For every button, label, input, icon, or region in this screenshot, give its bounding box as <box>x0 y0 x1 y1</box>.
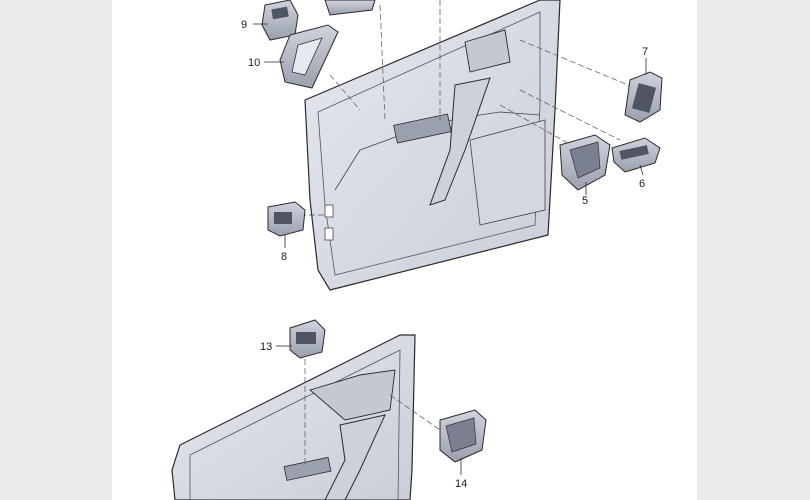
callout-13: 13 <box>260 341 272 353</box>
callout-8: 8 <box>281 251 287 263</box>
callout-14: 14 <box>455 478 467 490</box>
part-top-switch <box>324 0 376 16</box>
callout-5: 5 <box>582 195 588 207</box>
callout-9: 9 <box>241 19 247 31</box>
part-14-switch <box>439 409 487 463</box>
leader-lines-lower <box>304 350 441 465</box>
lower-door-panel <box>171 334 416 500</box>
callout-numbers: 9 10 7 5 6 8 13 14 <box>241 19 648 490</box>
part-6-switch <box>611 137 661 173</box>
part-7-switch <box>624 71 663 123</box>
callout-6: 6 <box>639 178 645 190</box>
upper-door-panel <box>304 0 561 291</box>
part-10-handle-switch <box>279 24 339 89</box>
callout-10: 10 <box>248 57 260 69</box>
callout-7: 7 <box>642 46 648 58</box>
part-13-switch <box>289 319 326 359</box>
part-5-switch <box>559 134 611 191</box>
callout-leaders <box>253 23 647 475</box>
part-8-switch <box>267 201 306 237</box>
